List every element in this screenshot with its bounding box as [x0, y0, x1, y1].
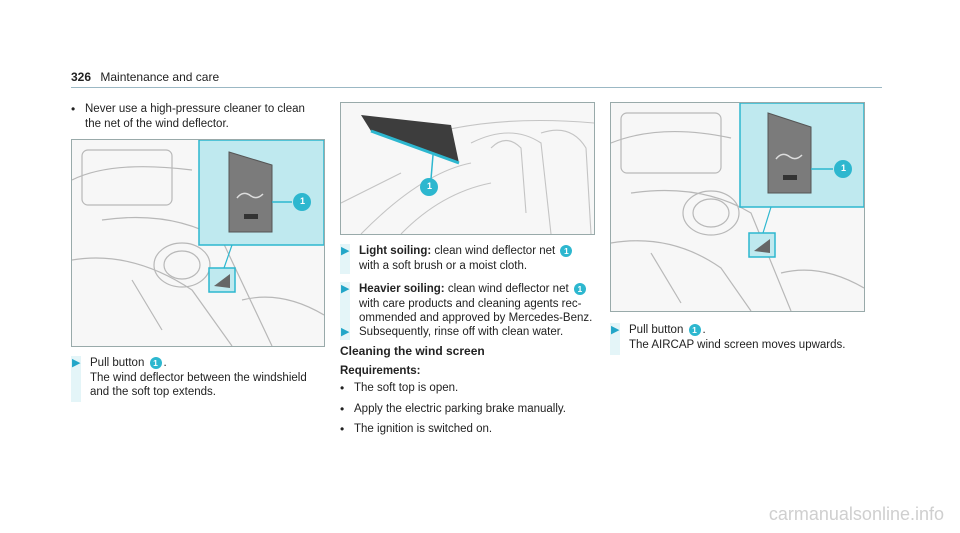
header-divider: [71, 87, 882, 88]
page-header: 326 Maintenance and care: [71, 70, 219, 84]
figure-wind-deflector: 1: [340, 102, 595, 235]
callout-badge: 1: [688, 323, 701, 336]
callout-badge: 1: [560, 244, 573, 257]
section-title: Cleaning the wind screen: [340, 344, 485, 358]
page-number: 326: [71, 70, 92, 84]
watermark: carmanualsonline.info: [768, 504, 944, 524]
bullet-icon: •: [340, 381, 345, 395]
list-item: • The soft top is open.: [340, 381, 459, 395]
step-highlight-bar: [340, 325, 350, 340]
figure-console-button: 1: [71, 139, 325, 347]
step-pull-button-aircap: ▶ Pull button 1. The AIRCAP wind screen …: [610, 323, 870, 355]
step-arrow-icon: ▶: [341, 283, 350, 295]
warning-bullet: • Never use a high-pressure cleaner to c…: [71, 102, 331, 131]
step-text: Subsequently, rinse off with clean water…: [359, 326, 564, 338]
requirements-label: Requirements:: [340, 365, 421, 377]
step-arrow-icon: ▶: [72, 357, 81, 369]
step-highlight-bar: [340, 244, 350, 274]
step-text: Pull button 1. The wind deflector betwee…: [90, 356, 307, 398]
bullet-icon: •: [340, 422, 345, 436]
step-arrow-icon: ▶: [611, 324, 620, 336]
step-heavier-soiling: ▶ Heavier soiling: clean wind deflector …: [340, 282, 605, 327]
step-highlight-bar: [610, 323, 620, 355]
page-title: Maintenance and care: [100, 70, 220, 84]
step-pull-button-1: ▶ Pull button 1. The wind deflector betw…: [71, 356, 333, 402]
callout-badge: 1: [299, 196, 305, 206]
step-text: Pull button 1. The AIRCAP wind screen mo…: [629, 323, 846, 351]
requirements-list: • The soft top is open. • Apply the elec…: [340, 381, 566, 443]
step-arrow-icon: ▶: [341, 245, 350, 257]
callout-badge: 1: [573, 282, 586, 295]
step-text: Heavier soiling: clean wind deflector ne…: [359, 282, 593, 324]
figure-aircap-button: 1: [610, 102, 865, 312]
list-item: • Apply the electric parking brake manua…: [340, 401, 567, 416]
bullet-icon: •: [71, 102, 76, 116]
step-arrow-icon: ▶: [341, 326, 350, 338]
callout-badge: 1: [840, 163, 846, 173]
callout-badge: 1: [149, 356, 162, 369]
bullet-icon: •: [340, 401, 345, 416]
step-highlight-bar: [340, 282, 350, 327]
warning-text: Never use a high-pressure cleaner to cle…: [85, 103, 305, 130]
callout-badge: 1: [426, 181, 432, 191]
step-highlight-bar: [71, 356, 81, 402]
step-light-soiling: ▶ Light soiling: clean wind deflector ne…: [340, 244, 605, 274]
step-rinse: ▶ Subsequently, rinse off with clean wat…: [340, 325, 605, 340]
step-text: Light soiling: clean wind deflector net …: [359, 244, 574, 274]
list-item: • The ignition is switched on.: [340, 422, 493, 436]
